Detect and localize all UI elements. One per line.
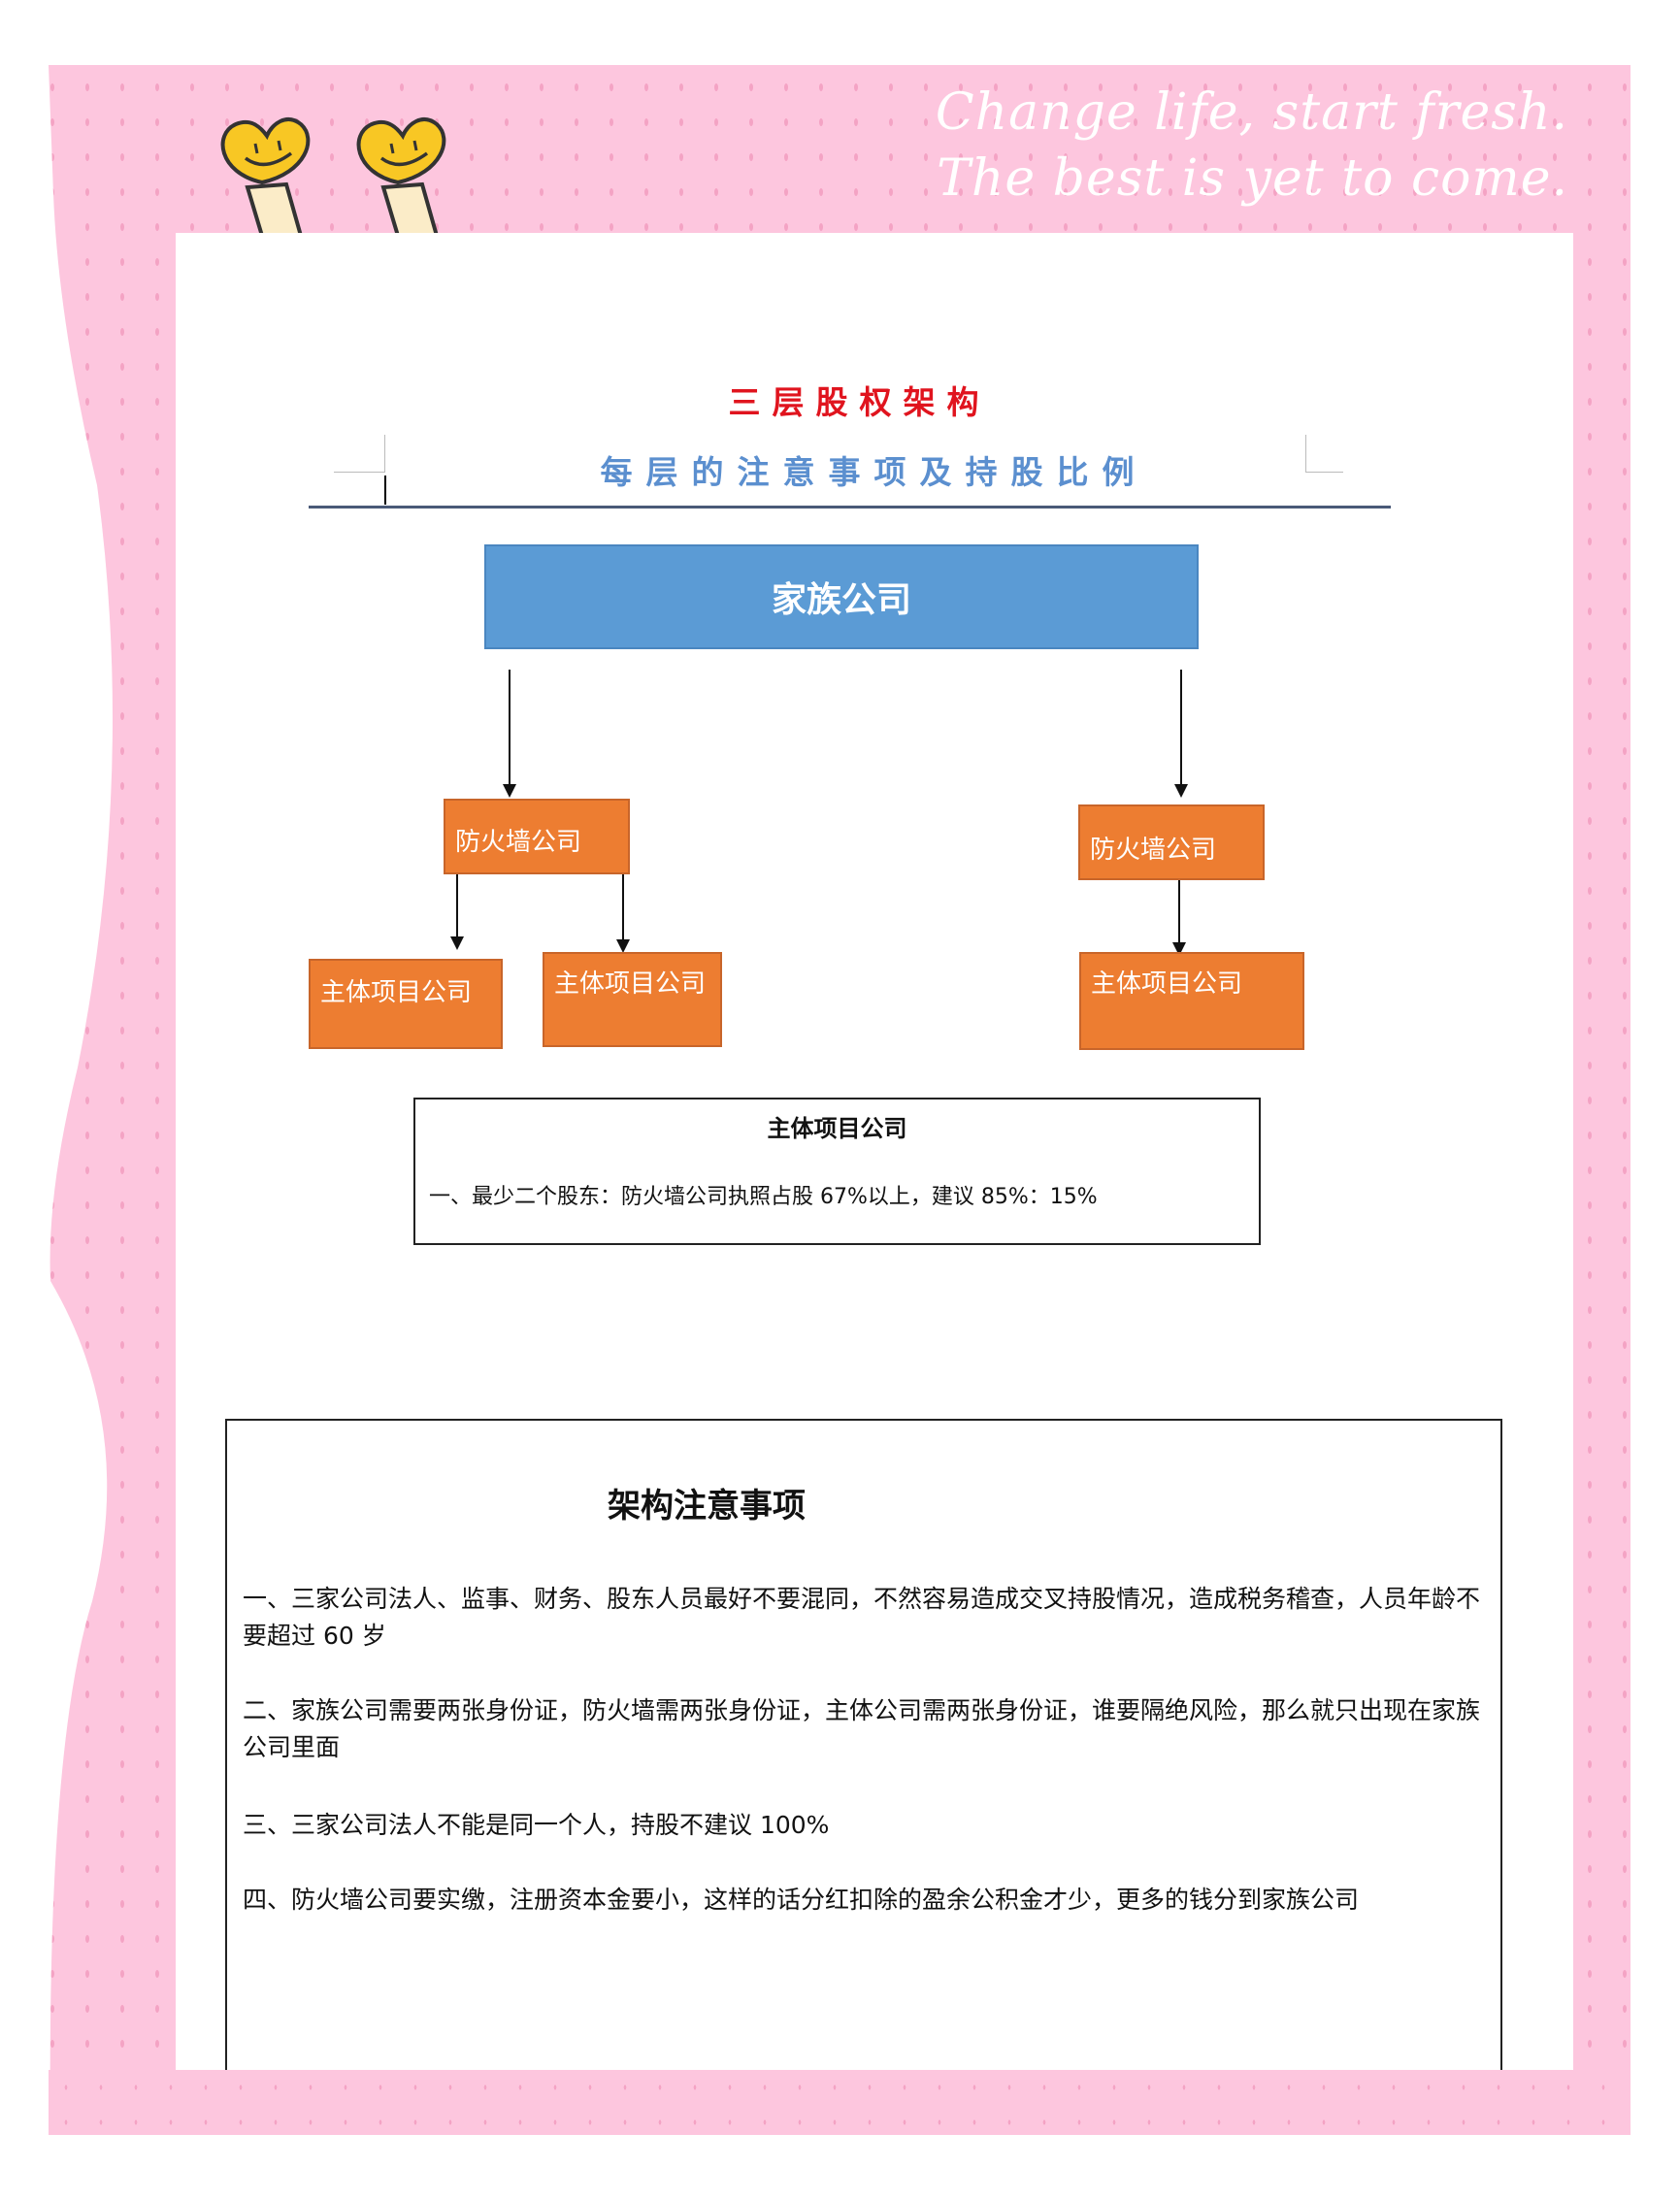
note-item-4: 四、防火墙公司要实缴，注册资本金要小，这样的话分红扣除的盈余公积金才少，更多的钱…: [243, 1886, 1360, 1914]
note-item-2: 二、家族公司需要两张身份证，防火墙需两张身份证，主体公司需两张身份证，谁要隔绝风…: [243, 1696, 1481, 1761]
arrow-root-to-firewall-2: [1174, 670, 1188, 798]
project-company-node-2: 主体项目公司: [543, 952, 722, 1047]
notes-title: 架构注意事项: [608, 1487, 806, 1526]
heart-smiley-mascots-icon: [220, 117, 446, 236]
text-cursor: [384, 476, 386, 505]
slogan-line-1: Change life, start fresh.: [935, 83, 1568, 142]
arrow-root-to-firewall-1: [503, 670, 516, 798]
info-box-title: 主体项目公司: [767, 1115, 907, 1142]
project-company-node-3: 主体项目公司: [1079, 952, 1304, 1050]
slogan-line-2: The best is yet to come.: [937, 149, 1568, 208]
project-company-node-1: 主体项目公司: [309, 959, 503, 1049]
note-item-3: 三、三家公司法人不能是同一个人，持股不建议 100%: [243, 1811, 830, 1839]
project-company-info-box: 主体项目公司 一、最少二个股东：防火墙公司执照占股 67%以上，建议 85%：1…: [413, 1098, 1261, 1245]
mascot-clip: [176, 233, 467, 243]
arrow-firewall1-to-project1: [450, 874, 464, 950]
firewall-company-node-2: 防火墙公司: [1078, 804, 1265, 880]
family-company-node: 家族公司: [484, 544, 1199, 649]
note-item-1: 一、三家公司法人、监事、财务、股东人员最好不要混同，不然容易造成交叉持股情况，造…: [243, 1585, 1481, 1650]
document-title: 三层股权架构: [728, 383, 991, 421]
bottom-frame-band: [49, 2070, 1631, 2135]
slogan: Change life, start fresh. The best is ye…: [936, 80, 1568, 212]
margin-marker-right: [1305, 435, 1343, 473]
info-box-line: 一、最少二个股东：防火墙公司执照占股 67%以上，建议 85%：15%: [429, 1185, 1098, 1209]
margin-marker-left: [334, 435, 385, 473]
document-subtitle: 每层的注意事项及持股比例: [600, 453, 1148, 491]
arrow-firewall2-to-project3: [1172, 880, 1186, 956]
header-divider: [309, 506, 1391, 509]
arrow-firewall1-to-project2: [616, 874, 630, 953]
firewall-company-node-1: 防火墙公司: [444, 799, 630, 874]
structure-notes-box: 架构注意事项 一、三家公司法人、监事、财务、股东人员最好不要混同，不然容易造成交…: [225, 1419, 1502, 2098]
